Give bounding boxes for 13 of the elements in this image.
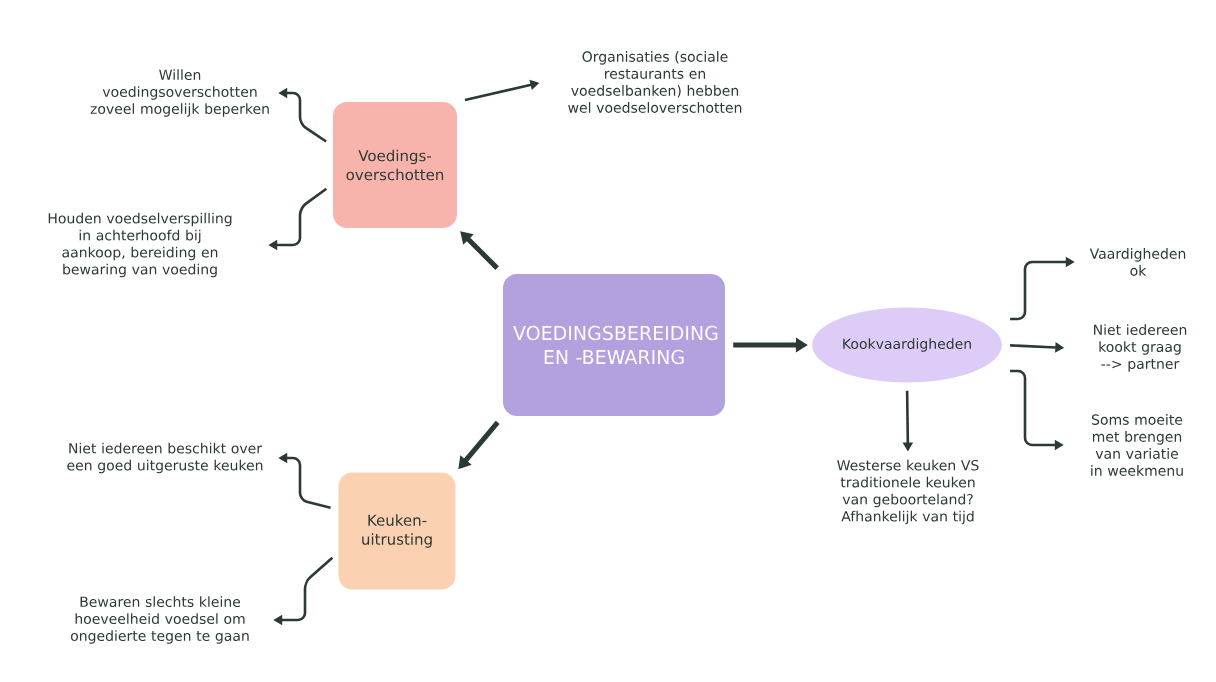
topic-box: VOEDINGSBEREIDING EN -BEWARING [503,274,725,416]
note-text: Organisaties (sociale restaurants en voedselbanken) hebben wel voedseloverschotten [568,51,742,113]
note-text: Niet iedereen beschikt over een goed uitgeruste keuken [67,442,263,474]
note-text: Houden voedselverspilling in achterhoofd bij aankoop, bereiding en bewaring van voeding [48,212,232,278]
note-text: Westerse keuken VS traditionele keuken van geboorteland? Afhankelijk van tijd [837,459,979,525]
subtopic-box: Keuken- uitrusting [338,472,456,590]
arrow [460,231,499,270]
note-text: Niet iedereen kookt graag --> partner [1094,324,1187,372]
note-text: Soms moeite met brengen van variatie in weekmenu [1091,414,1183,476]
note-text: Bewaren slechts kleine hoeveelheid voedsel om ongedierte tegen te gaan [70,596,249,644]
note-text: Vaardigheden ok [1089,248,1186,276]
note-text: Willen voedingsoverschotten zoveel mogelijk beperken [90,69,269,117]
subtopic-box: Voedings- overschotten [333,102,457,228]
